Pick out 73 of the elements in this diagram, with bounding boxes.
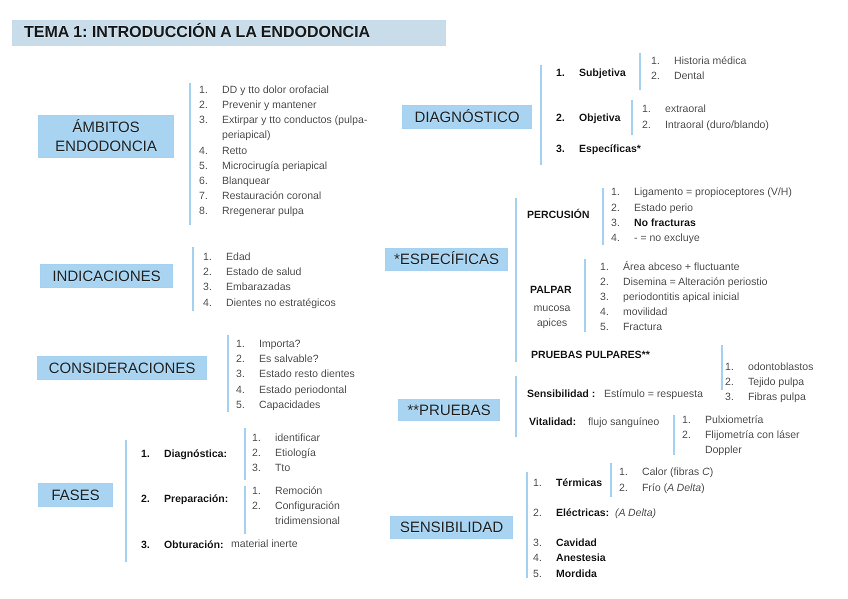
list-item: 1. odontoblastos xyxy=(725,360,814,375)
list-item: 1. Pulxiometría xyxy=(682,413,764,428)
note-text: (A Delta) xyxy=(615,506,656,521)
list-item: 1. Calor (fibras C) xyxy=(619,465,714,480)
list-heading: 1. Subjetiva xyxy=(556,66,626,81)
topic-box: SENSIBILIDAD xyxy=(390,516,513,539)
topic-box: **PRUEBAS xyxy=(398,399,500,421)
list-item: 8. Rregenerar pulpa xyxy=(199,204,304,219)
list-item: 2. Disemina = Alteración periostio xyxy=(600,275,768,290)
list-item: 2. Flijometría con láser Doppler xyxy=(682,428,801,458)
topic-box: INDICACIONES xyxy=(40,264,173,288)
note-text: flujo sanguíneo xyxy=(588,415,660,430)
list-item: 2. Eléctricas: xyxy=(533,506,610,521)
list-item: 3. Cavidad xyxy=(533,536,597,551)
list-item: 2. Estado de salud xyxy=(203,265,302,280)
list-item: 3. Tto xyxy=(252,461,290,476)
title-banner: TEMA 1: INTRODUCCIÓN A LA ENDODONCIA xyxy=(12,20,446,46)
topic-box: ÁMBITOS ENDODONCIA xyxy=(38,115,174,158)
list-item: 3. periodontitis apical inicial xyxy=(600,290,740,305)
note-text: Estímulo = respuesta xyxy=(604,387,703,402)
section-heading: PERCUSIÓN xyxy=(527,208,590,223)
list-item: 4. Dientes no estratégicos xyxy=(203,296,336,311)
list-item: 5. Fractura xyxy=(600,320,662,335)
list-item: 1. identificar xyxy=(252,431,320,446)
list-item: 2. Tejido pulpa xyxy=(725,375,804,390)
list-item: 2. Frío (A Delta) xyxy=(619,481,705,496)
topic-box: *ESPECÍFICAS xyxy=(385,248,508,271)
list-item: 2. Prevenir y mantener xyxy=(199,98,317,113)
list-item: 1. Historia médica xyxy=(651,54,746,69)
list-item: 1. Edad xyxy=(203,250,251,265)
list-heading: 2. Objetiva xyxy=(556,111,620,126)
list-item: 2. Intraoral (duro/blando) xyxy=(642,118,769,133)
list-item: 4. Retto xyxy=(199,144,248,159)
list-heading: 3. Específicas* xyxy=(556,142,641,157)
list-heading: 2. Preparación: xyxy=(141,492,228,507)
list-item: 3. Fibras pulpa xyxy=(725,390,806,405)
note-text: apices xyxy=(536,316,568,331)
list-item: 1. DD y tto dolor orofacial xyxy=(199,83,329,98)
list-heading: 3. Obturación: xyxy=(141,538,224,553)
list-item: 4. movilidad xyxy=(600,305,668,320)
list-item: 5. Capacidades xyxy=(236,398,320,413)
list-item: 3. No fracturas xyxy=(611,216,696,231)
topic-box: FASES xyxy=(38,483,113,507)
list-item: 2. Estado perio xyxy=(611,201,693,216)
list-item: 5. Microcirugía periapical xyxy=(199,159,328,174)
list-item: 2. Dental xyxy=(651,69,704,84)
list-item: 1. Ligamento = propioceptores (V/H) xyxy=(611,185,792,200)
topic-box: DIAGNÓSTICO xyxy=(402,105,532,129)
note-text: mucosa xyxy=(532,301,572,316)
topic-box: CONSIDERACIONES xyxy=(37,356,207,380)
list-heading: 1. Diagnóstica: xyxy=(141,447,228,462)
list-item: 6. Blanquear xyxy=(199,174,270,189)
section-heading: PRUEBAS PULPARES** xyxy=(531,348,650,363)
list-item: 2. Es salvable? xyxy=(236,352,319,367)
list-item: 2. Etiología xyxy=(252,446,316,461)
list-item: 1. Área abceso + fluctuante xyxy=(600,260,740,275)
list-item: 1. Térmicas xyxy=(533,476,602,491)
list-item: 1. Importa? xyxy=(236,337,300,352)
list-item: 1. extraoral xyxy=(642,102,706,117)
list-item: 4. Estado periodontal xyxy=(236,383,347,398)
list-item: 4. Anestesia xyxy=(533,551,606,566)
list-item: 3. Embarazadas xyxy=(203,280,291,295)
list-item: 5. Mordida xyxy=(533,567,597,582)
list-item: 3. Estado resto dientes xyxy=(236,367,355,382)
list-item: 1. Remoción xyxy=(252,484,322,499)
list-item: 7. Restauración coronal xyxy=(199,189,322,204)
section-heading: Vitalidad: xyxy=(529,415,576,430)
list-item: 2. Configuración tridimensional xyxy=(252,499,341,529)
list-item: 3. Extirpar y tto conductos (pulpa-periapical) xyxy=(199,113,368,143)
section-heading: Sensibilidad : xyxy=(527,387,596,402)
section-heading: PALPAR xyxy=(530,283,572,298)
list-item: 4. - = no excluye xyxy=(611,231,700,246)
note-text: material inerte xyxy=(231,537,298,552)
